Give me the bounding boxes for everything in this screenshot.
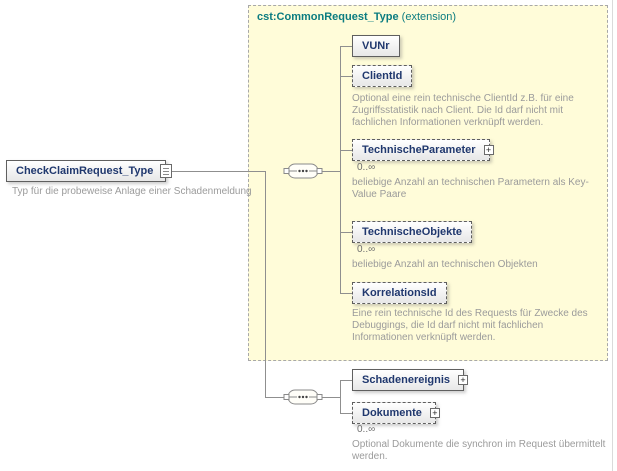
sequence-icon[interactable] <box>283 162 323 180</box>
extension-type-name: cst:CommonRequest_Type <box>257 11 399 23</box>
element-annotation: beliebige Anzahl an technischen Objekten <box>352 259 538 270</box>
element-label: VUNr <box>362 40 390 52</box>
connector-trunk-main <box>265 171 266 398</box>
element-schadenereignis[interactable]: Schadenereignis + <box>352 369 469 391</box>
sequence-icon[interactable] <box>283 388 323 406</box>
connector-to-technischeparameter <box>340 150 360 151</box>
expand-icon[interactable]: + <box>483 145 494 155</box>
element-clientid[interactable]: ClientId <box>352 65 413 87</box>
connector-to-schadenereignis <box>340 380 360 381</box>
connector-trunk-children <box>340 46 341 294</box>
cardinality-label: 0..∞ <box>357 424 376 435</box>
cardinality-label: 0..∞ <box>357 162 376 173</box>
complex-content-icon[interactable] <box>160 164 172 178</box>
element-label: Dokumente <box>362 407 422 419</box>
connector-to-korrelationsid <box>340 293 360 294</box>
connector-to-sequence-2 <box>265 397 295 398</box>
element-technischeparameter[interactable]: TechnischeParameter + <box>352 139 494 161</box>
connector-sequence1-out <box>318 171 341 172</box>
extension-suffix-label: (extension) <box>398 11 457 23</box>
element-label: Schadenereignis <box>362 374 451 386</box>
element-dokumente[interactable]: Dokumente + <box>352 402 440 424</box>
element-label: TechnischeParameter <box>362 144 476 156</box>
expand-icon[interactable]: + <box>429 408 440 418</box>
element-label: KorrelationsId <box>362 287 437 299</box>
element-annotation: Optional Dokumente die synchron im Reque… <box>352 439 606 462</box>
connector-root-to-trunk <box>120 171 266 172</box>
cardinality-label: 0..∞ <box>357 244 376 255</box>
connector-trunk-bottom <box>340 380 341 414</box>
expand-icon[interactable]: + <box>458 375 469 385</box>
element-vunr[interactable]: VUNr <box>352 35 400 57</box>
connector-sequence2-out <box>318 397 341 398</box>
connector-to-dokumente <box>340 413 360 414</box>
element-label: CheckClaimRequest_Type <box>16 165 154 177</box>
element-checkclaimrequest-type[interactable]: CheckClaimRequest_Type <box>6 160 172 182</box>
element-annotation: Typ für die probeweise Anlage einer Scha… <box>12 186 252 197</box>
element-technischeobjekte[interactable]: TechnischeObjekte <box>352 221 473 243</box>
element-annotation: beliebige Anzahl an technischen Paramete… <box>352 177 589 200</box>
element-annotation: Optional eine rein technische ClientId z… <box>352 93 574 128</box>
element-label: ClientId <box>362 70 403 82</box>
element-label: TechnischeObjekte <box>362 226 463 238</box>
element-korrelationsid[interactable]: KorrelationsId <box>352 282 447 304</box>
extension-title: cst:CommonRequest_Type (extension) <box>257 11 456 23</box>
page-edge <box>612 0 613 471</box>
connector-to-technischeobjekte <box>340 232 360 233</box>
element-annotation: Eine rein technische Id des Requests für… <box>352 308 588 343</box>
connector-to-vunr <box>340 46 360 47</box>
connector-to-clientid <box>340 76 360 77</box>
